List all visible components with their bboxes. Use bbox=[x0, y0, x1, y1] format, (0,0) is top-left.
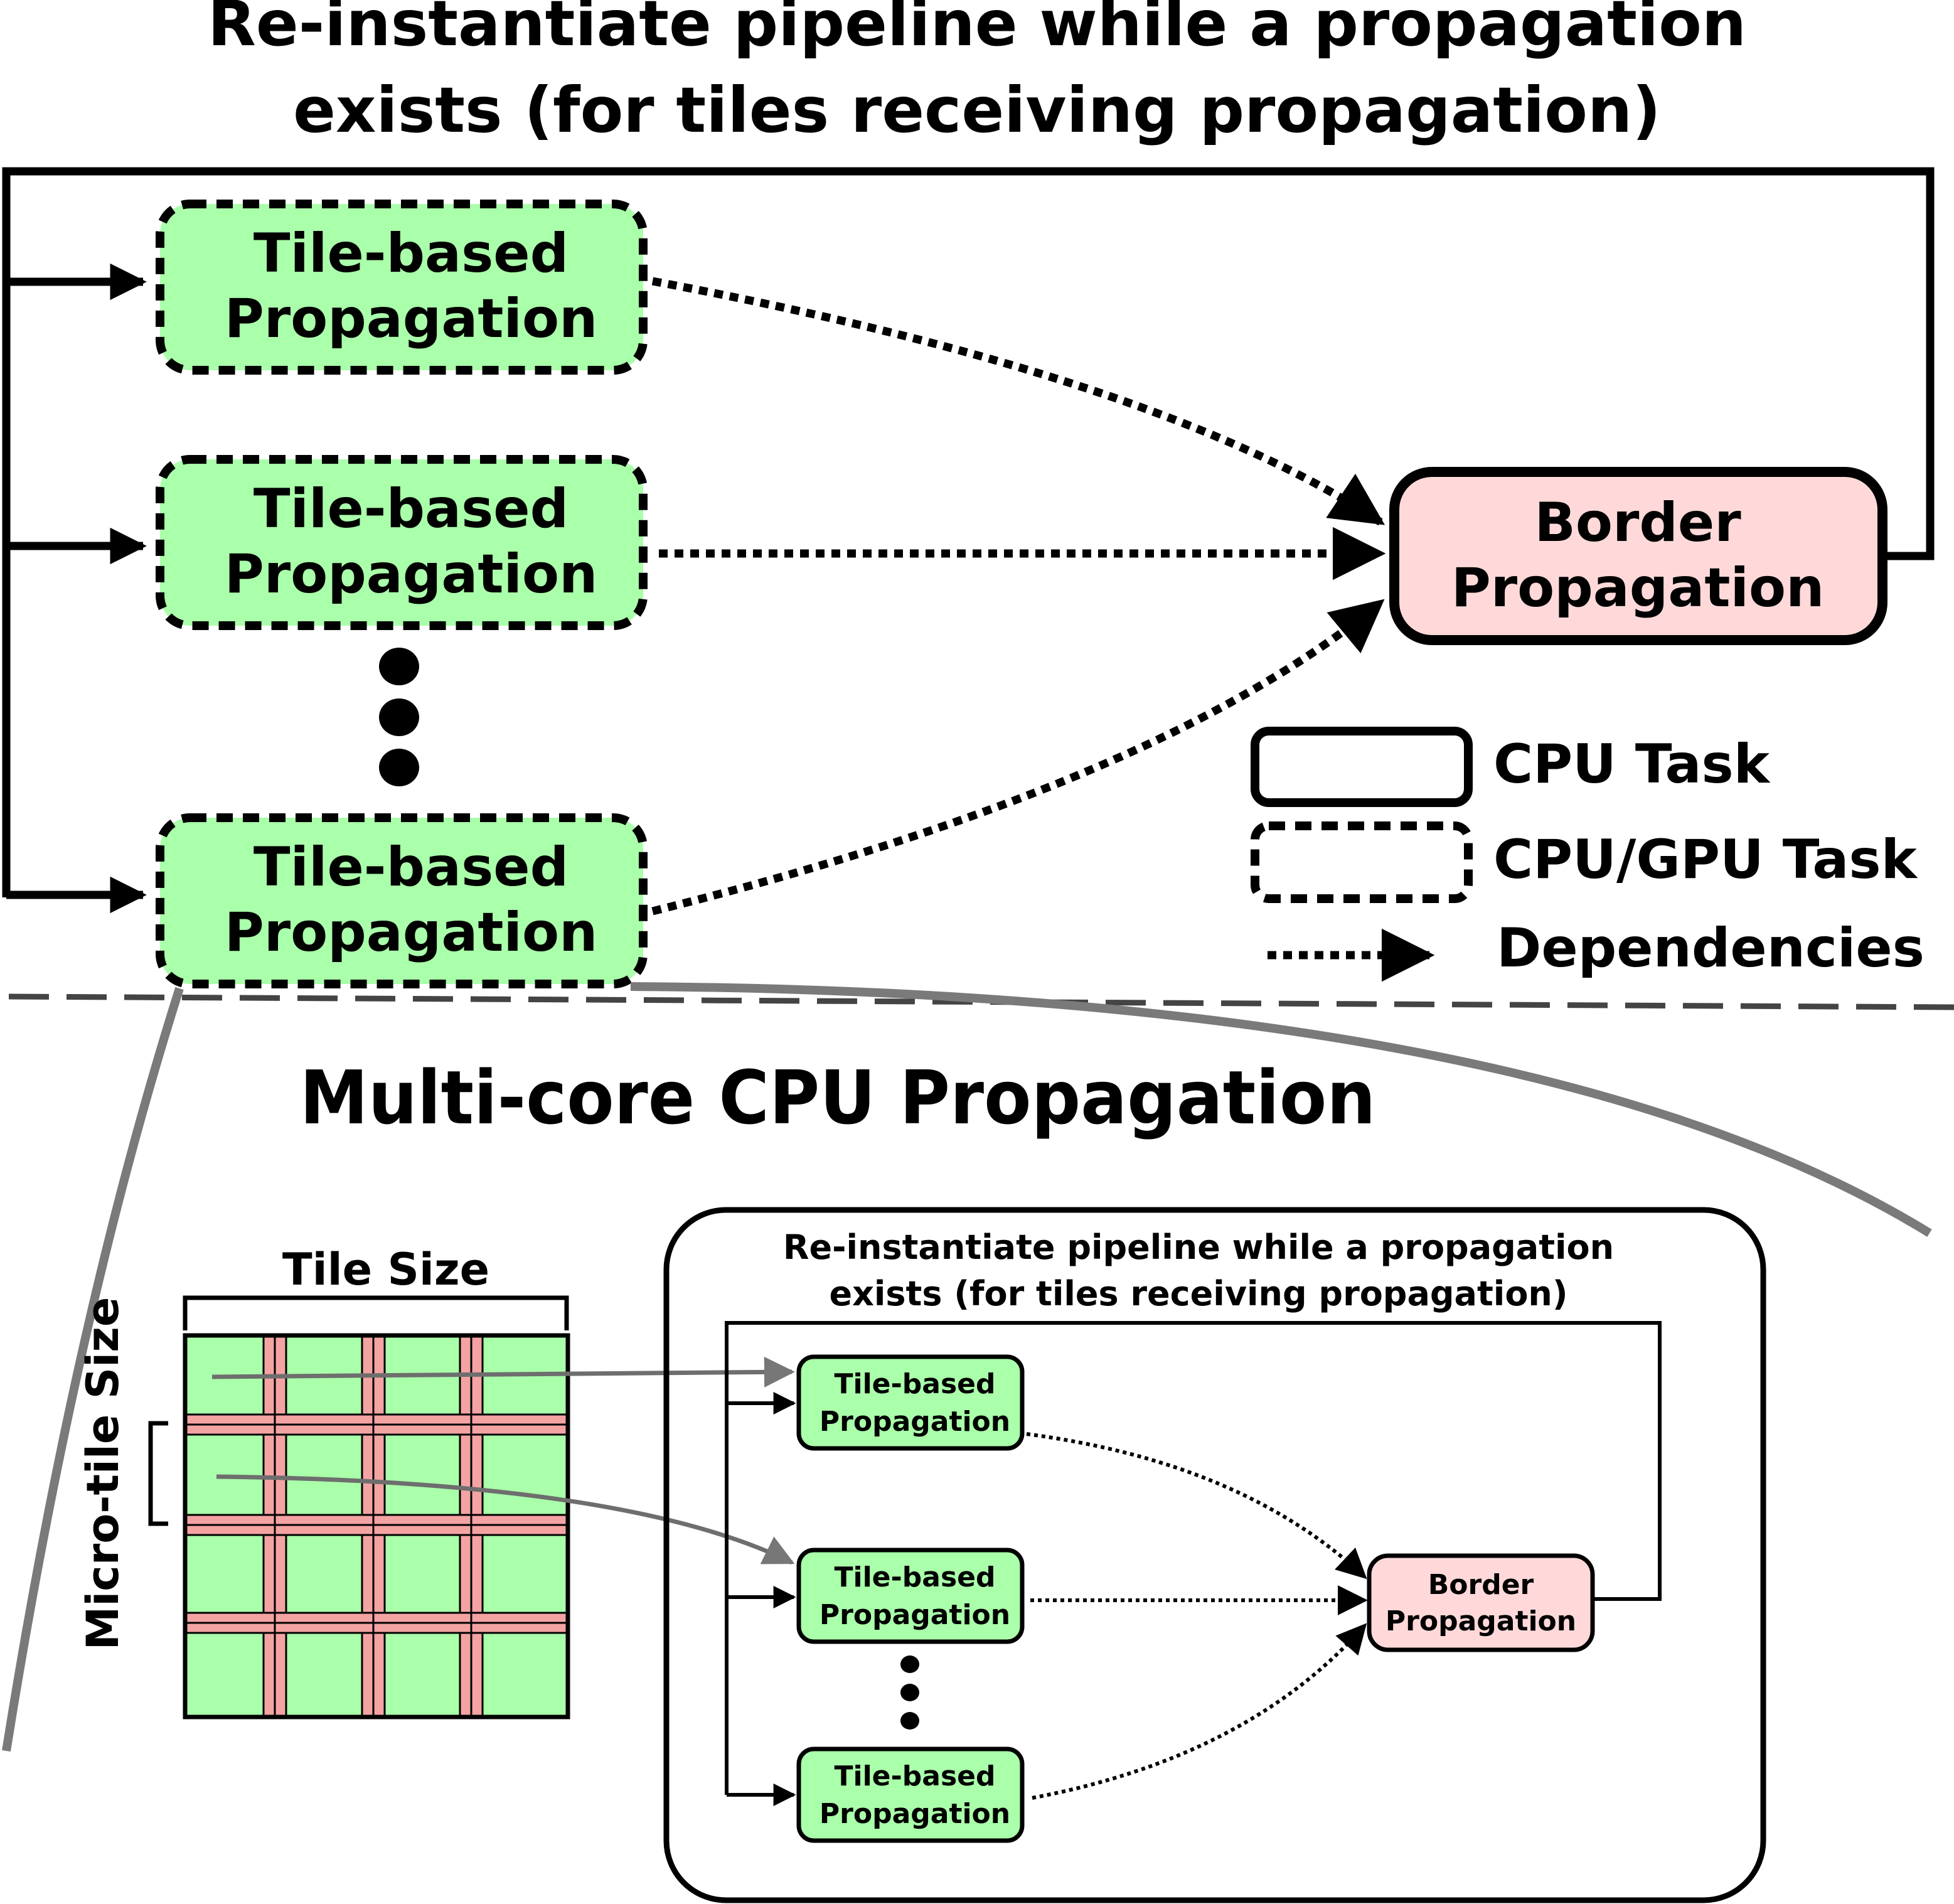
legend-dependencies-label: Dependencies bbox=[1497, 917, 1925, 980]
inset-tile-3-line2: Propagation bbox=[820, 1798, 1010, 1830]
tile-2-label-line1: Tile-based bbox=[254, 478, 569, 540]
legend-cpu-gpu-task-label: CPU/GPU Task bbox=[1493, 828, 1918, 891]
inset-dependency-arrow-1 bbox=[1026, 1432, 1367, 1580]
tile-propagation-1: Tile-based Propagation bbox=[156, 200, 648, 375]
tile-1-label-line2: Propagation bbox=[225, 287, 598, 350]
tile-propagation-3: Tile-based Propagation bbox=[156, 813, 648, 988]
inset-tile-1-line2: Propagation bbox=[820, 1406, 1010, 1438]
tile-size-bracket bbox=[183, 1295, 569, 1330]
tile-3-label-line2: Propagation bbox=[225, 901, 598, 964]
tile-grid bbox=[183, 1333, 570, 1719]
border-label-line1: Border bbox=[1534, 491, 1741, 554]
tile-propagation-2: Tile-based Propagation bbox=[156, 455, 648, 630]
inset-tile-2-line2: Propagation bbox=[820, 1599, 1010, 1631]
inset-panel bbox=[663, 1207, 1766, 1903]
inset-title-line1: Re-instantiate pipeline while a propagat… bbox=[783, 1227, 1614, 1267]
legend: CPU Task CPU/GPU Task Dependencies bbox=[1251, 727, 1925, 982]
border-propagation: Border Propagation bbox=[1389, 467, 1887, 645]
inset-ellipsis-dots bbox=[900, 1655, 919, 1730]
tile-1-label-line1: Tile-based bbox=[254, 222, 569, 285]
inset-border-line2: Propagation bbox=[1385, 1605, 1576, 1637]
grid-to-tile-arrow-2 bbox=[216, 1474, 795, 1565]
inset-tile-1: Tile-based Propagation bbox=[796, 1354, 1025, 1451]
inset-border-line1: Border bbox=[1428, 1569, 1534, 1601]
inset-tile-3-line1: Tile-based bbox=[835, 1760, 996, 1792]
tile-size-label: Tile Size bbox=[282, 1244, 489, 1295]
legend-cpu-task-swatch bbox=[1251, 727, 1473, 807]
dependency-arrow-3 bbox=[651, 599, 1385, 916]
zoom-connector-right bbox=[630, 982, 1932, 1237]
border-label-line2: Propagation bbox=[1451, 557, 1825, 619]
legend-cpu-gpu-task-swatch bbox=[1251, 821, 1473, 903]
tile-3-label-line1: Tile-based bbox=[254, 836, 569, 899]
micro-tile-size-label: Micro-tile Size bbox=[77, 1297, 129, 1650]
ellipsis-dots bbox=[379, 648, 419, 786]
inset-tile-2: Tile-based Propagation bbox=[796, 1548, 1025, 1644]
top-title-line1: Re-instantiate pipeline while a propagat… bbox=[208, 0, 1746, 60]
inset-tile-2-line1: Tile-based bbox=[835, 1561, 996, 1593]
inset-tile-1-line1: Tile-based bbox=[835, 1368, 996, 1400]
feedback-loop bbox=[2, 167, 1935, 897]
grid-to-tile-arrow-1 bbox=[211, 1356, 795, 1388]
inset-title-line2: exists (for tiles receiving propagation) bbox=[829, 1274, 1567, 1313]
inset-dependency-arrow-3 bbox=[1032, 1623, 1367, 1800]
section-divider bbox=[8, 993, 1954, 1010]
zoom-connector-left bbox=[2, 987, 184, 1752]
inset-tile-3: Tile-based Propagation bbox=[796, 1746, 1025, 1843]
top-title-line2: exists (for tiles receiving propagation) bbox=[293, 73, 1661, 147]
tile-2-label-line2: Propagation bbox=[225, 543, 598, 606]
inset-feedback-loop bbox=[725, 1321, 1662, 1795]
micro-tile-bracket bbox=[148, 1421, 168, 1526]
legend-cpu-task-label: CPU Task bbox=[1493, 733, 1771, 796]
bottom-title: Multi-core CPU Propagation bbox=[300, 1054, 1376, 1141]
inset-border-propagation: Border Propagation bbox=[1367, 1553, 1595, 1652]
dependency-arrow-1 bbox=[651, 277, 1385, 526]
